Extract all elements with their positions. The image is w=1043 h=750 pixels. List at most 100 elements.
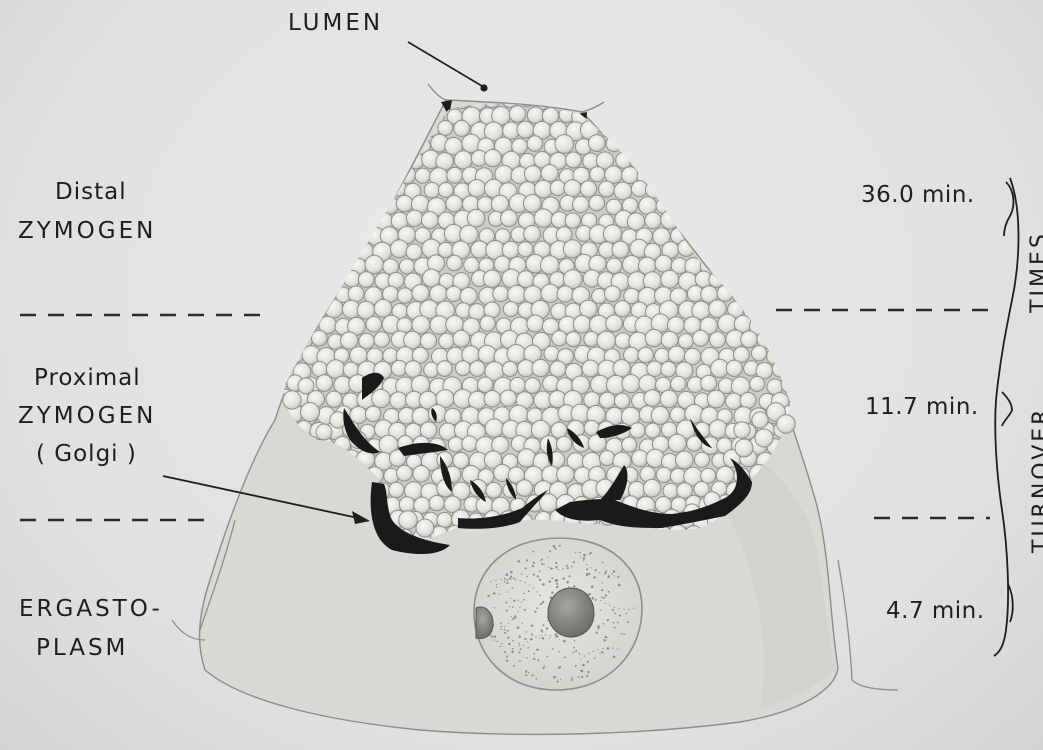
zymogen-granule (635, 135, 653, 153)
zymogen-granule (783, 104, 801, 122)
zymogen-granule (733, 107, 750, 124)
zymogen-granule (279, 242, 294, 257)
zymogen-granule (792, 120, 808, 136)
zymogen-granule (828, 496, 844, 512)
brackets (994, 178, 1019, 656)
lumen-pointer (408, 42, 482, 86)
zymogen-granule (454, 151, 472, 169)
chromatin-dot (500, 623, 502, 625)
zymogen-granule (807, 271, 824, 288)
zymogen-granule (309, 271, 325, 287)
zymogen-granule (566, 152, 582, 168)
zymogen-granule (805, 421, 823, 439)
zymogen-granule (316, 424, 332, 440)
zymogen-granule (606, 315, 623, 332)
chromatin-dot (507, 591, 508, 592)
zymogen-granule (767, 108, 785, 126)
zymogen-granule (644, 390, 661, 407)
zymogen-granule (766, 168, 784, 186)
zymogen-granule (456, 361, 471, 376)
chromatin-dot (607, 576, 609, 578)
zymogen-granule (668, 346, 685, 363)
chromatin-dot (512, 648, 514, 650)
zymogen-granule (685, 167, 700, 182)
chromatin-dot (571, 677, 573, 679)
chromatin-dot (553, 545, 556, 548)
zymogen-granule (726, 182, 744, 200)
proximal-label-line3: ( Golgi ) (36, 443, 137, 466)
zymogen-granule (822, 300, 840, 318)
zymogen-granule (415, 168, 430, 183)
zymogen-granule (799, 136, 814, 151)
zymogen-granule (263, 390, 281, 408)
chromatin-dot (601, 589, 603, 591)
chromatin-dot (603, 597, 605, 599)
zymogen-granule (780, 226, 799, 245)
zymogen-granule (302, 109, 317, 124)
zymogen-granule (823, 510, 840, 527)
zymogen-granule (717, 285, 733, 301)
zymogen-granule (287, 228, 304, 245)
zymogen-granule (260, 360, 278, 378)
zymogen-granule (340, 122, 359, 141)
chromatin-dot (582, 664, 585, 667)
zymogen-granule (368, 199, 383, 214)
zymogen-granule (623, 256, 641, 274)
zymogen-granule (424, 182, 440, 198)
zymogen-granule (815, 438, 832, 455)
zymogen-granule (551, 422, 567, 438)
chromatin-dot (601, 651, 603, 653)
zymogen-granule (774, 333, 791, 350)
zymogen-granule (279, 329, 297, 347)
chromatin-dot (579, 552, 581, 554)
zymogen-granule (808, 391, 823, 406)
zymogen-granule (292, 92, 310, 110)
zymogen-granule (725, 150, 743, 168)
chromatin-dot (592, 597, 595, 600)
zymogen-granule (550, 180, 565, 195)
chromatin-dot (496, 586, 497, 587)
zymogen-granule (797, 107, 816, 126)
zymogen-granule (573, 196, 589, 212)
chromatin-dot (571, 566, 573, 568)
zymogen-granule (454, 120, 470, 136)
zymogen-granule (731, 228, 750, 247)
distal-label-line1: Distal (55, 181, 127, 204)
zymogen-granule (276, 120, 294, 138)
chromatin-dot (509, 577, 511, 579)
zymogen-granule (775, 212, 793, 230)
zymogen-granule (428, 405, 446, 423)
distal-label-line2: ZYMOGEN (18, 220, 156, 243)
zymogen-granule (366, 108, 382, 124)
zymogen-granule (830, 346, 846, 362)
zymogen-granule (679, 181, 695, 197)
zymogen-granule (502, 241, 519, 258)
zymogen-granule (614, 393, 629, 408)
chromatin-dot (525, 638, 527, 640)
chromatin-dot (533, 658, 535, 660)
chromatin-dot (504, 578, 506, 580)
zymogen-granule (726, 360, 742, 376)
zymogen-granule (503, 302, 518, 317)
chromatin-dot (533, 674, 535, 676)
zymogen-granule (661, 270, 679, 288)
zymogen-granule (751, 346, 766, 361)
chromatin-dot (512, 640, 514, 642)
zymogen-granule (708, 183, 727, 202)
zymogen-granule (303, 288, 318, 303)
chromatin-dot (595, 569, 597, 571)
chromatin-dot (555, 580, 558, 583)
zymogen-granule (604, 286, 620, 302)
zymogen-granule (437, 512, 452, 527)
chromatin-dot (607, 647, 610, 650)
ergasto-turnover-time: 4.7 min. (886, 600, 985, 623)
proximal-label-line1: Proximal (34, 367, 141, 390)
zymogen-granule (757, 89, 776, 108)
proximal-turnover-time: 11.7 min. (865, 396, 979, 419)
zymogen-granule (742, 152, 757, 167)
zymogen-granule (389, 482, 404, 497)
lumen-pointer-dot (480, 84, 487, 91)
zymogen-granule (735, 439, 753, 457)
zymogen-granule (484, 391, 501, 408)
chromatin-dot (614, 613, 616, 615)
